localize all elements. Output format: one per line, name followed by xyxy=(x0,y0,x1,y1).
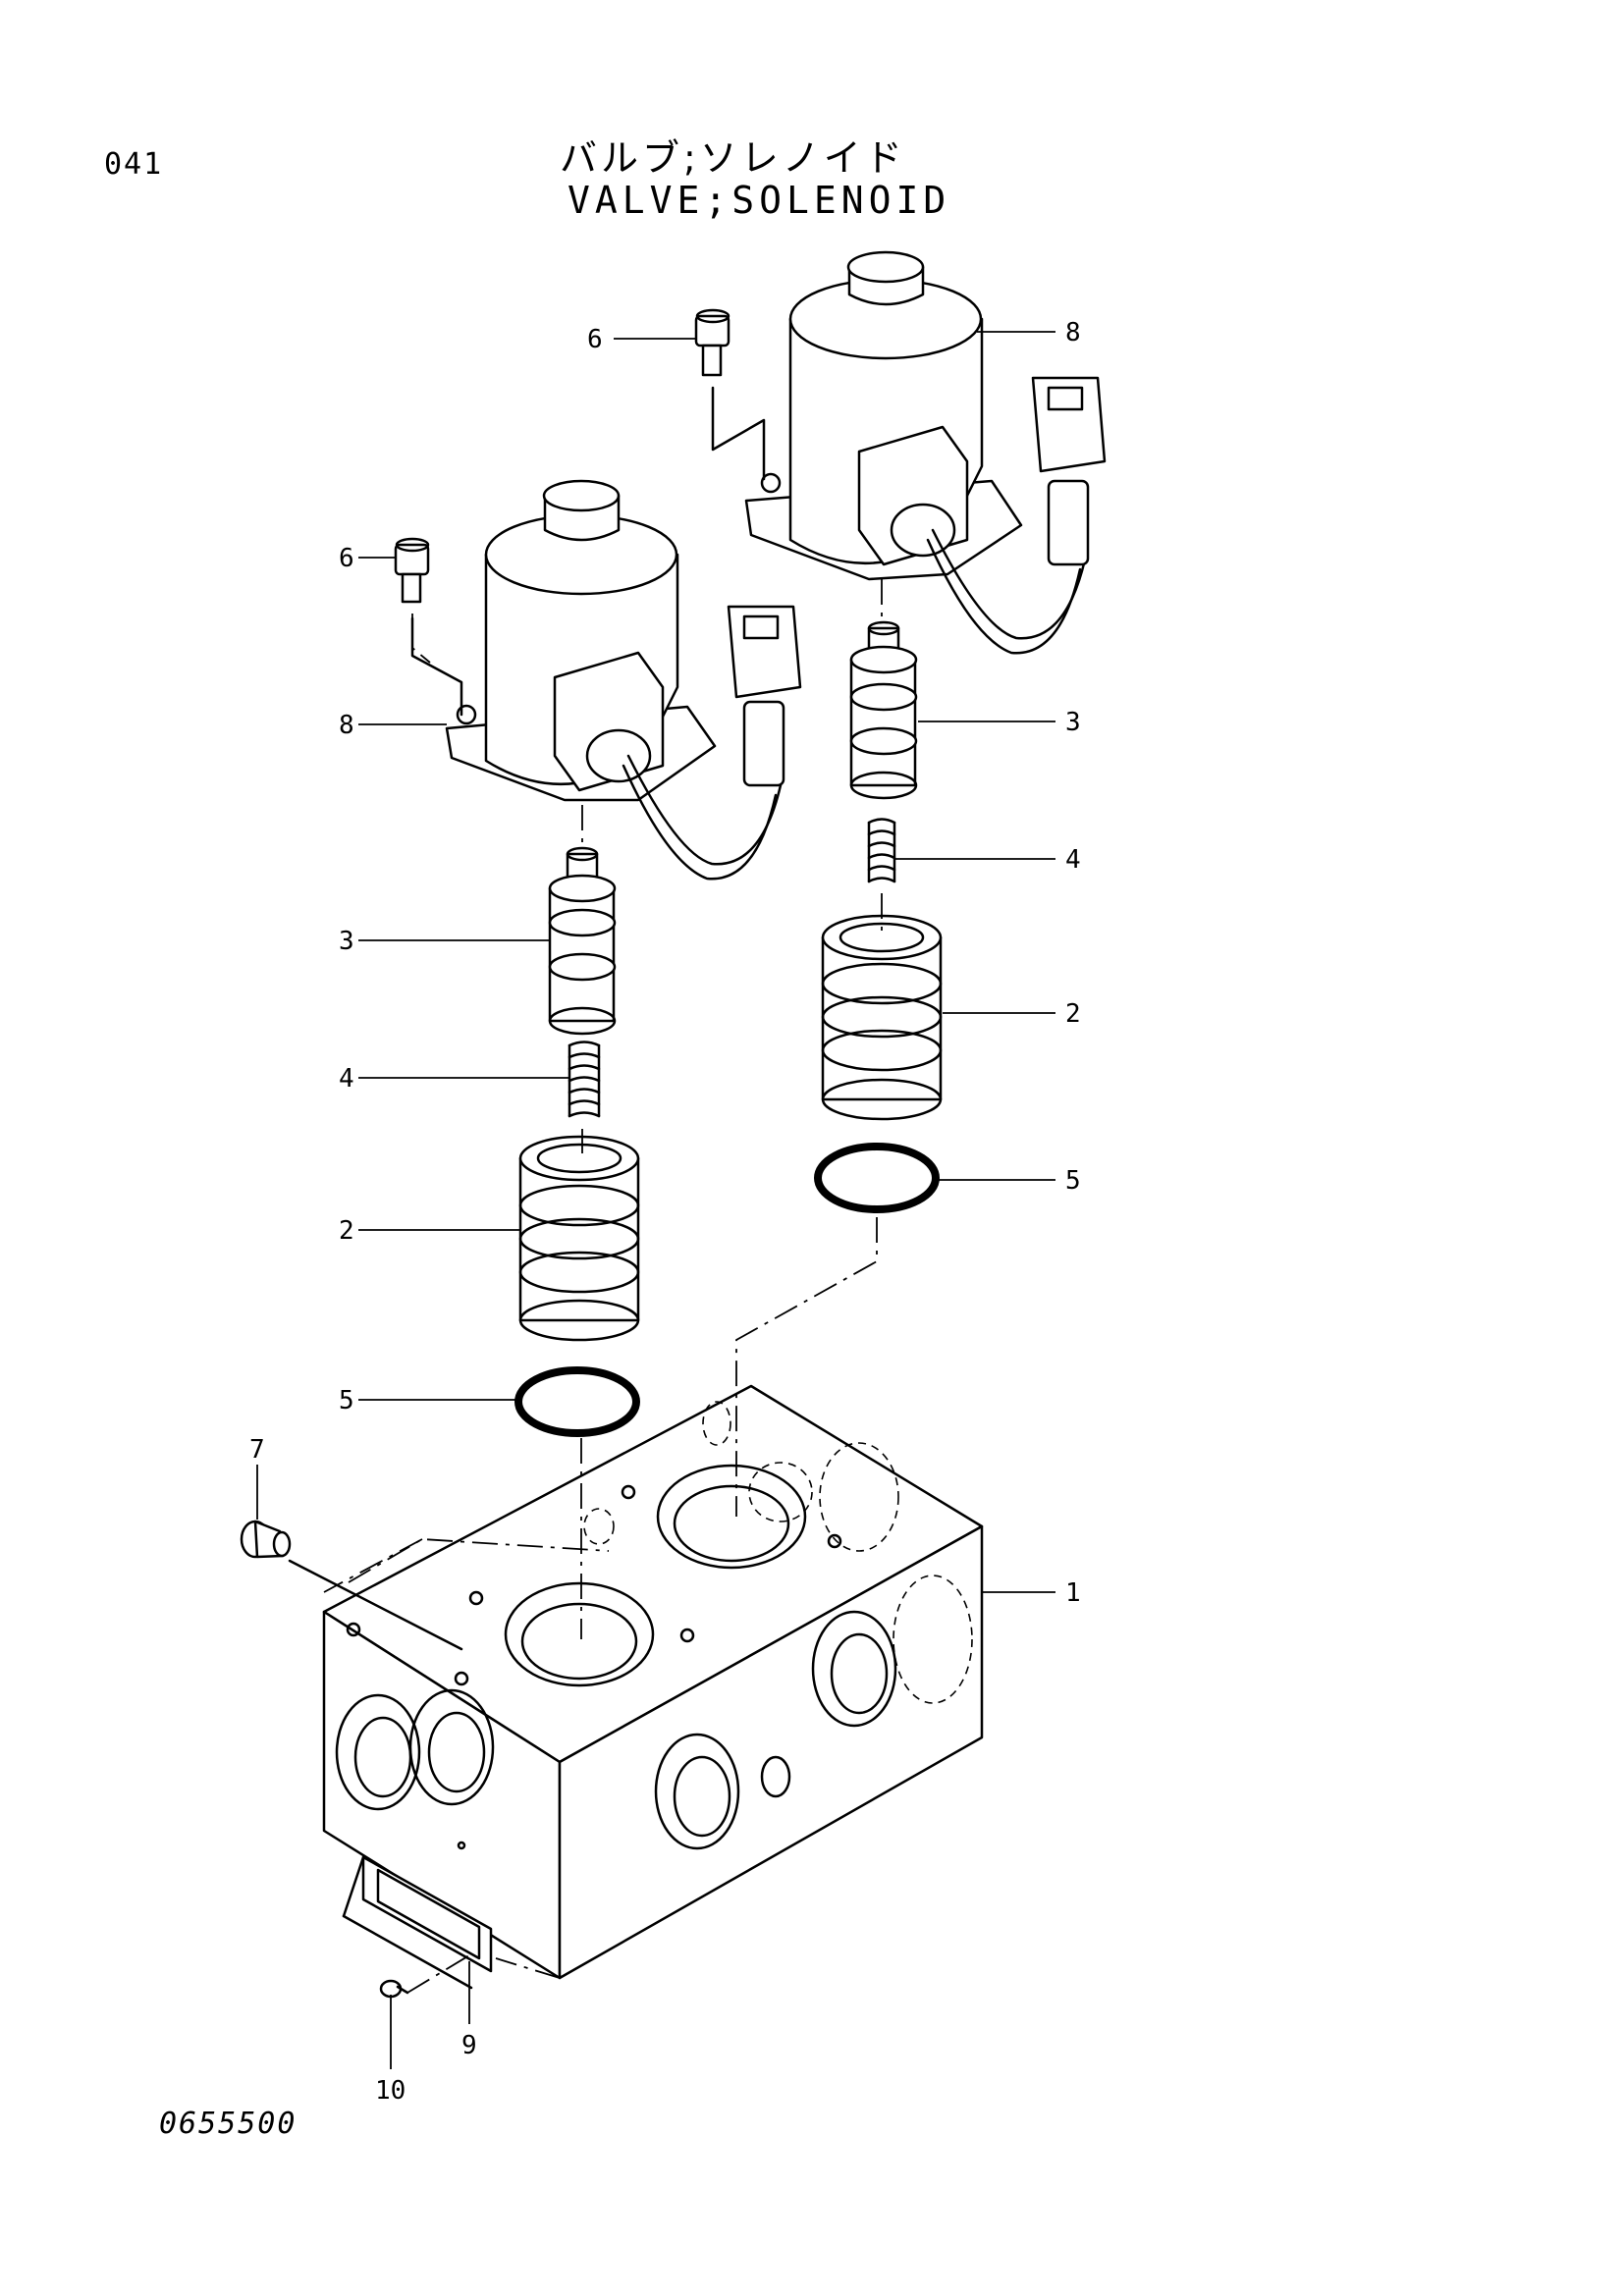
callout-2-left: 2 xyxy=(339,1216,354,1246)
callout-8-right: 8 xyxy=(1065,318,1081,347)
name-plate xyxy=(342,1855,493,1990)
callout-3-left: 3 xyxy=(339,927,354,956)
callout-4-left: 4 xyxy=(339,1064,354,1094)
right-solenoid-coil xyxy=(744,250,1107,655)
callout-5-right: 5 xyxy=(1065,1166,1081,1196)
callout-5-left: 5 xyxy=(339,1386,354,1415)
spring-left xyxy=(568,1041,601,1118)
callout-2-right: 2 xyxy=(1065,999,1081,1029)
o-ring-left xyxy=(514,1366,640,1437)
sleeve-left xyxy=(518,1135,640,1342)
spool-left xyxy=(548,846,617,1036)
callout-6-right: 6 xyxy=(587,325,603,354)
o-ring-right xyxy=(814,1143,940,1213)
bolt-right xyxy=(694,308,766,481)
callout-9: 9 xyxy=(461,2031,477,2060)
callout-8-left: 8 xyxy=(339,711,354,740)
sleeve-right xyxy=(821,914,943,1121)
page-number: 041 xyxy=(104,147,164,182)
callout-6-left: 6 xyxy=(339,544,354,573)
title-japanese: バルブ;ソレノイド xyxy=(560,136,906,180)
drawing-number: 0655500 xyxy=(159,2107,298,2141)
callout-10: 10 xyxy=(375,2076,406,2106)
spring-right xyxy=(867,818,896,883)
title-english: VALVE;SOLENOID xyxy=(568,179,951,222)
callout-1: 1 xyxy=(1065,1578,1081,1608)
plug xyxy=(240,1520,463,1651)
leader-lines xyxy=(256,331,1055,2069)
assembly-center-lines xyxy=(323,579,883,1979)
callout-7: 7 xyxy=(249,1435,265,1465)
left-solenoid-coil xyxy=(445,479,802,881)
spool-right xyxy=(849,620,918,800)
callout-4-right: 4 xyxy=(1065,845,1081,875)
bolt-left xyxy=(394,537,463,717)
callout-3-right: 3 xyxy=(1065,708,1081,737)
